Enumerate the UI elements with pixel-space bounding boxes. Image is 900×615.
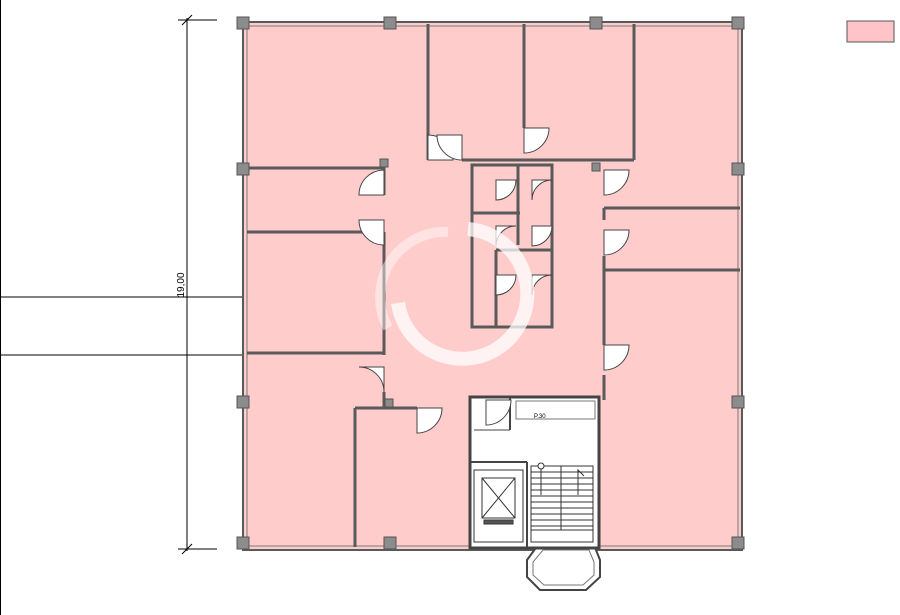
elevator-icon: [473, 469, 524, 543]
left-wing: [0, 296, 247, 356]
dimension-label: 19,00: [176, 272, 187, 297]
stair-landing: [526, 544, 601, 591]
legend-swatch: [846, 20, 895, 43]
watermark-logo-icon: [375, 222, 535, 366]
staircase-icon: [530, 462, 594, 543]
columns: [236, 16, 745, 550]
doors: [358, 127, 630, 434]
dimension-line: [178, 14, 217, 555]
room-tag: P.30: [534, 414, 546, 420]
partition-walls: [247, 24, 740, 547]
